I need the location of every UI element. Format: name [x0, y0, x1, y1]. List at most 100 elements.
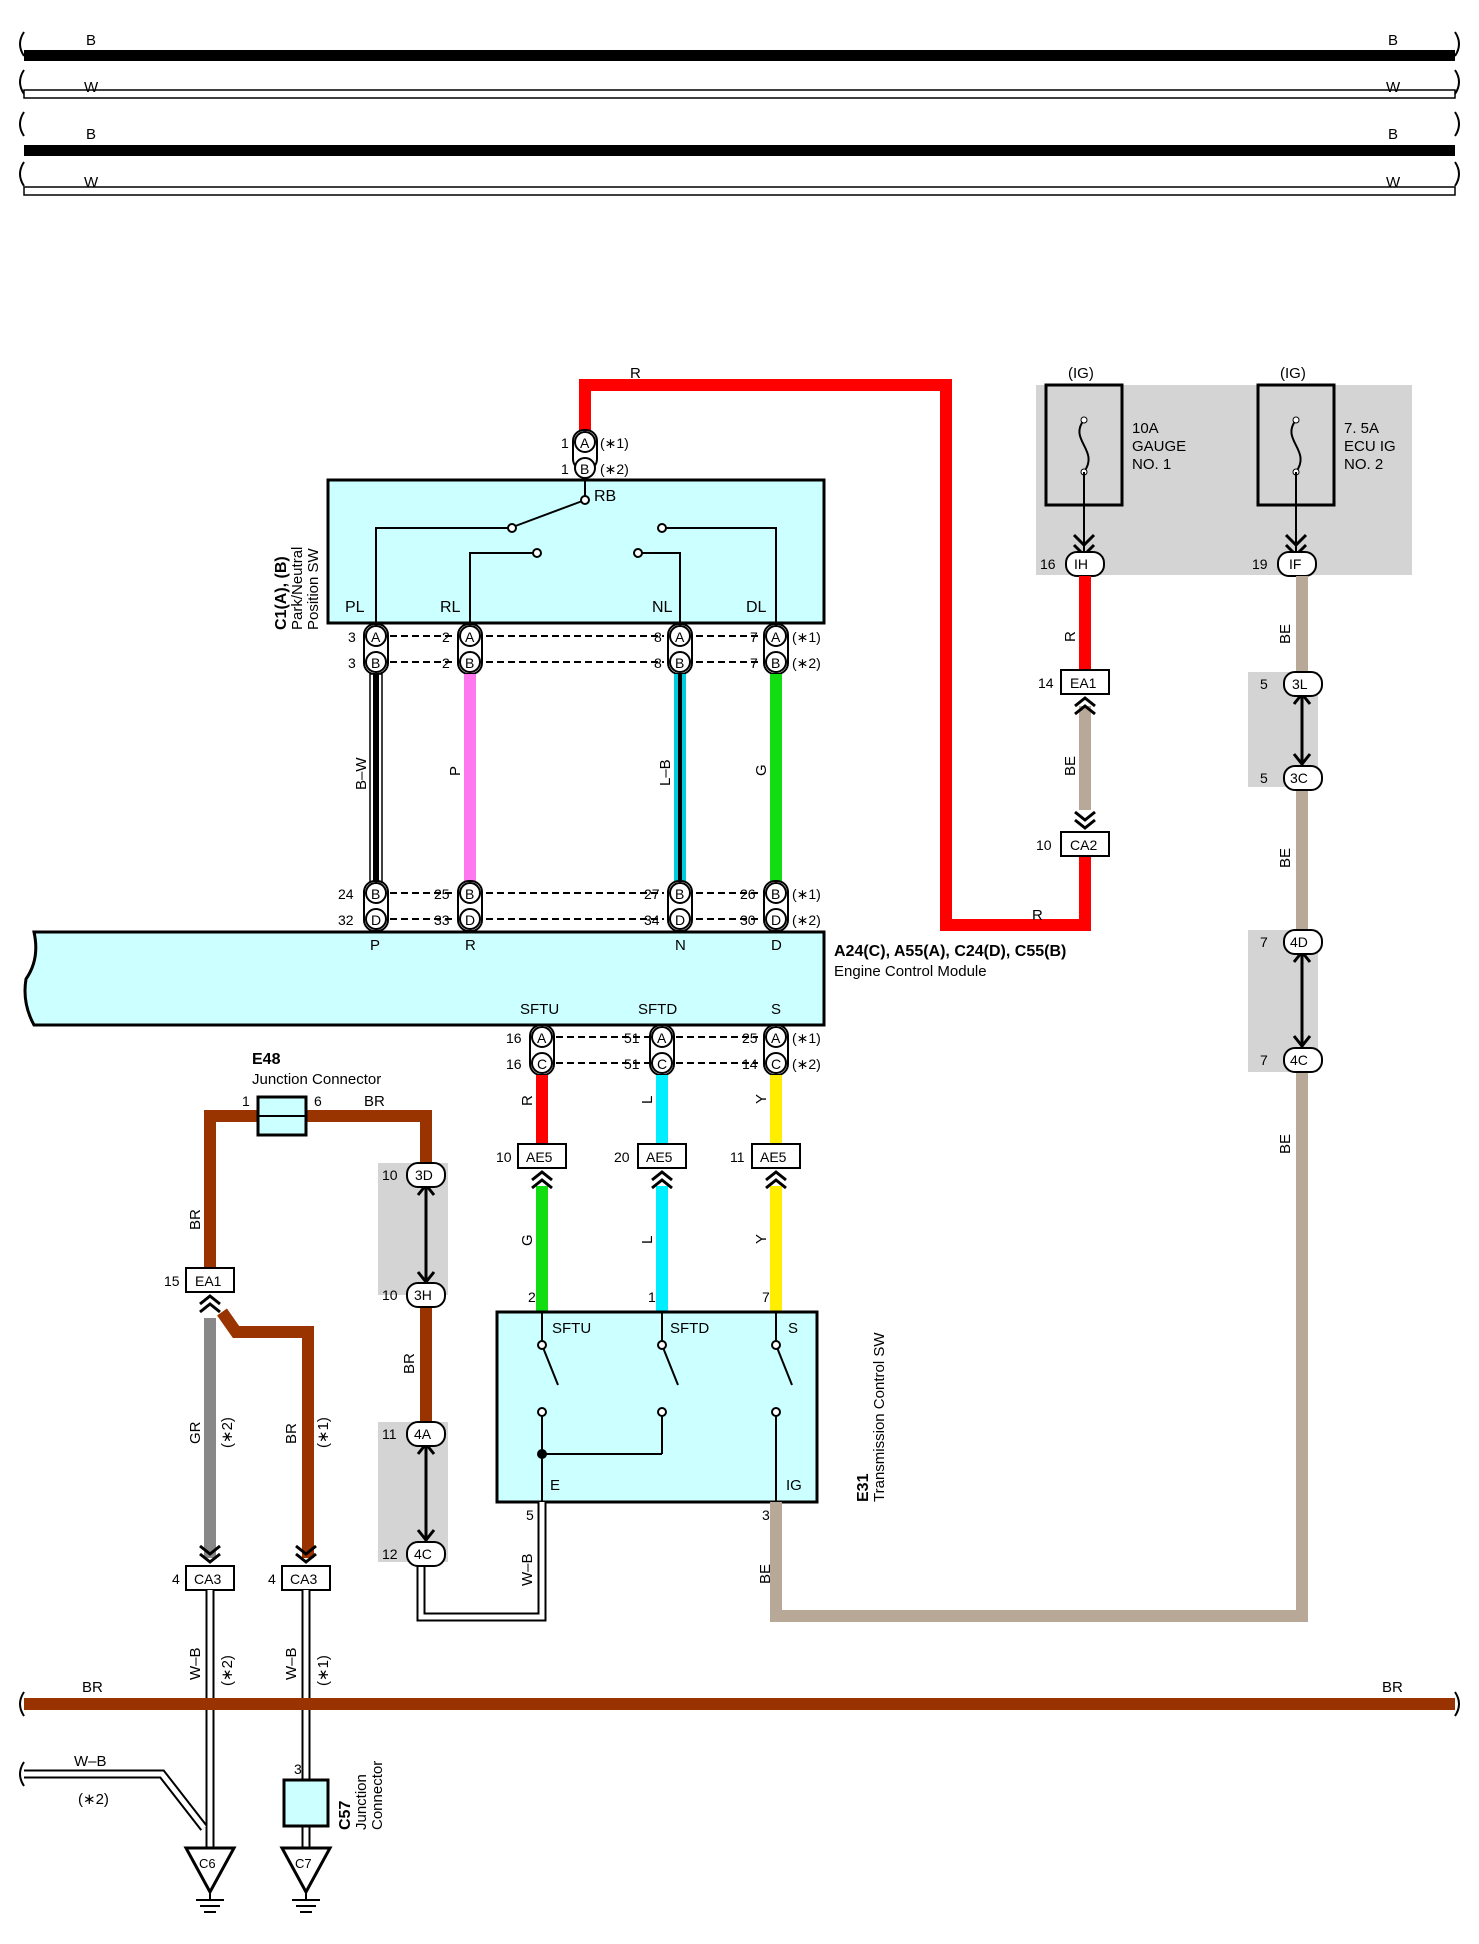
diagram-label: 7: [1260, 1052, 1268, 1068]
transmission-control-switch: [495, 1310, 819, 1504]
tcs-internal-contacts: [537, 1312, 793, 1502]
pnp-name-label-2: Position SW: [305, 547, 322, 630]
diagram-label: G: [753, 764, 770, 776]
connector-ea1-left: EA1 15: [164, 1267, 235, 1314]
diagram-label: 34: [644, 912, 660, 928]
diagram-label: 4C: [414, 1546, 432, 1562]
diagram-label: 25: [434, 886, 450, 902]
top-bus: B B W W B B W W: [19, 31, 1460, 196]
wire-be-ecu-3: [1296, 1072, 1308, 1616]
ecm-r-label: R: [465, 937, 476, 954]
diagram-label: 7: [1260, 934, 1268, 950]
connector-ca3-right: CA3 4: [268, 1544, 331, 1591]
diagram-label: (∗1): [600, 435, 629, 451]
diagram-label: B: [675, 886, 684, 902]
diagram-label: D: [771, 912, 781, 928]
diagram-label: 7: [750, 629, 758, 645]
diagram-label: EA1: [1070, 675, 1097, 691]
diagram-label: L: [639, 1096, 656, 1104]
c57-junction-connector: 3 C57 Junction Connector: [282, 1761, 386, 1830]
tcs-ig-label: IG: [786, 1477, 802, 1494]
diagram-label: B: [675, 655, 684, 671]
diagram-label: 3H: [414, 1287, 432, 1303]
junction-4d-4c: 4D 4C 7 7: [1260, 929, 1323, 1073]
diagram-label: A: [675, 629, 685, 645]
wire-be-ig-label: BE: [757, 1564, 774, 1584]
diagram-label: W–B: [283, 1647, 300, 1680]
bus-wire-b2: [24, 145, 1455, 156]
engine-control-module: [23, 930, 826, 1027]
wire-be-ecu-label-2: BE: [1277, 848, 1294, 868]
bus-label-b1-right: B: [1388, 32, 1398, 49]
tcs-pin-ig: 3: [762, 1507, 770, 1523]
diagram-label: 2: [442, 629, 450, 645]
ae5-connectors: AE5 AE5 AE5 10 20 11: [496, 1143, 801, 1190]
diagram-label: W–B: [187, 1647, 204, 1680]
diagram-label: A: [771, 1030, 781, 1046]
diagram-label: 25: [742, 1030, 758, 1046]
diagram-label: 4D: [1290, 934, 1308, 950]
diagram-label: B: [371, 655, 380, 671]
fuse-ecu-ig: (IG) 7. 5A ECU IG NO. 2 IF 19: [1252, 365, 1396, 577]
diagram-label: BR: [82, 1679, 103, 1696]
diagram-label: A: [657, 1030, 667, 1046]
junction-3d-3h: 3D 3H 10 10: [382, 1162, 446, 1308]
wire-gr-label: GR: [187, 1421, 204, 1444]
diagram-label: 6: [314, 1093, 322, 1109]
diagram-label: 20: [614, 1149, 630, 1165]
diagram-label: (IG): [1068, 365, 1094, 382]
wire-be-ecu: [1296, 576, 1308, 676]
pnp-ecm-wires: B–W P L–B G: [353, 673, 782, 887]
wire-wb-e-label: W–B: [519, 1553, 536, 1586]
diagram-label: A: [580, 435, 590, 451]
diagram-label: NO. 1: [1132, 456, 1171, 473]
diagram-label: (∗1): [315, 1655, 332, 1686]
diagram-label: 24: [338, 886, 354, 902]
diagram-label: A: [371, 629, 381, 645]
diagram-label: D: [675, 912, 685, 928]
diagram-label: 14: [742, 1056, 758, 1072]
bus-wire-w1: [23, 89, 1456, 99]
diagram-label: 3: [348, 629, 356, 645]
pnp-top-connector: A B 1 1 (∗1) (∗2): [561, 429, 629, 479]
wire-br-mid: [420, 1295, 432, 1422]
diagram-label: 14: [1038, 675, 1054, 691]
diagram-label: AE5: [760, 1149, 787, 1165]
wire-br-star1: [217, 1308, 314, 1558]
tcs-pin-sftu: 2: [528, 1289, 536, 1305]
wire-be-ecu-label-3: BE: [1277, 1134, 1294, 1154]
diagram-label: B–W: [353, 757, 370, 790]
wire-br2-label: BR: [283, 1423, 300, 1444]
diagram-label: E48: [252, 1051, 281, 1068]
diagram-label: B: [771, 655, 780, 671]
e48-junction-connector: E48 Junction Connector 1 6 BR: [242, 1051, 385, 1137]
diagram-label: 15: [164, 1273, 180, 1289]
diagram-label: (∗1): [792, 886, 821, 902]
tcs-pin-sftd: 1: [648, 1289, 656, 1305]
wire-r-gauge-label: R: [1062, 631, 1079, 642]
diagram-label: 5: [1260, 770, 1268, 786]
diagram-label: 8: [654, 655, 662, 671]
pnp-nl-label: NL: [652, 599, 673, 616]
diagram-label: 11: [382, 1426, 397, 1442]
diagram-label: 33: [434, 912, 450, 928]
wire-gr-star2-label: (∗2): [219, 1417, 236, 1448]
diagram-label: CA3: [194, 1571, 221, 1587]
diagram-label: (∗1): [792, 629, 821, 645]
diagram-label: 3: [294, 1761, 302, 1777]
pnp-rl-label: RL: [440, 599, 461, 616]
diagram-label: 2: [442, 655, 450, 671]
diagram-label: CA2: [1070, 837, 1097, 853]
diagram-label: 10A: [1132, 420, 1159, 437]
fuse-gauge: (IG) 10A GAUGE NO. 1 IH 16: [1040, 365, 1186, 577]
wire-be-ecu-label: BE: [1277, 624, 1294, 644]
bus-wire-b1: [24, 50, 1455, 61]
diagram-label: 3: [348, 655, 356, 671]
tcs-e-label: E: [550, 1477, 560, 1494]
diagram-label: Y: [753, 1094, 770, 1104]
diagram-label: CA3: [290, 1571, 317, 1587]
ecm-n-label: N: [675, 937, 686, 954]
diagram-label: C: [771, 1056, 781, 1072]
pnp-rb-label: RB: [594, 488, 616, 505]
